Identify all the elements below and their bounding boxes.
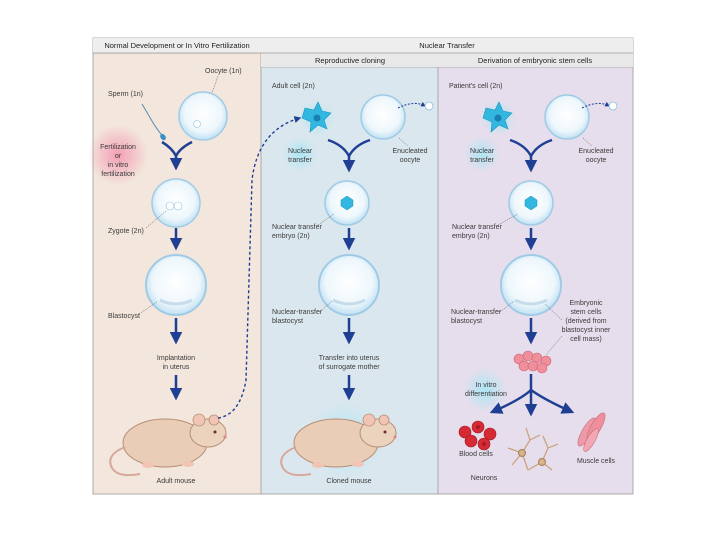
branch-right	[530, 388, 575, 414]
repro-enuc-2: oocyte	[400, 157, 421, 164]
repro-oocyte	[360, 94, 406, 140]
stem-enuc-1: Enucleated	[578, 148, 613, 155]
header-stem: Derivation of embryonic stem cells	[478, 56, 592, 65]
repro-nt-1: Nuclear	[288, 148, 313, 155]
esc-2: stem cells	[570, 309, 602, 316]
neurons-label: Neurons	[471, 475, 498, 482]
esc-5: cell mass)	[570, 336, 602, 343]
blood-label: Blood cells	[459, 451, 493, 458]
header-repro: Reproductive cloning	[315, 56, 385, 65]
neurons	[507, 427, 559, 471]
implant-label-1: Implantation	[157, 355, 195, 362]
repro-blast-1: Nuclear-transfer	[272, 309, 323, 316]
stem-blast-2: blastocyst	[451, 318, 482, 325]
stem-enuc-2: oocyte	[586, 157, 607, 164]
header-right: Nuclear Transfer	[419, 41, 475, 50]
sperm	[141, 103, 162, 135]
esc-4: blastocyst inner	[562, 327, 611, 334]
adult-mouse	[109, 413, 227, 477]
esc-1: Embryonic	[569, 300, 603, 307]
fert-label-3: in vitro	[108, 162, 129, 169]
fert-label-2: or	[115, 153, 122, 160]
repro-nt-2: transfer	[288, 157, 312, 164]
adult-mouse-label: Adult mouse	[157, 478, 196, 485]
repro-transfer-2: of surrogate mother	[318, 364, 380, 371]
fert-label-1: Fertilization	[100, 144, 136, 151]
stem-nt-2: transfer	[470, 157, 494, 164]
implant-label-2: in uterus	[163, 364, 190, 371]
fert-glow	[88, 125, 148, 185]
muscle-cells	[577, 412, 606, 452]
invitro-1: In vitro	[475, 382, 496, 389]
branch-left	[489, 389, 532, 414]
blastocyst-label: Blastocyst	[108, 313, 140, 320]
cloned-mouse	[280, 413, 397, 477]
repro-embryo-2: embryo (2n)	[272, 233, 310, 240]
esc-3: (derived from	[565, 318, 606, 325]
oocyte-label: Oocyte (1n)	[205, 68, 242, 75]
stem-embryo-1: Nuclear transfer	[452, 224, 502, 231]
header-left: Normal Development or In Vitro Fertiliza…	[104, 41, 249, 50]
cloned-mouse-label: Cloned mouse	[326, 478, 371, 485]
stem-nt-1: Nuclear	[470, 148, 495, 155]
repro-blastocyst	[318, 254, 380, 316]
patient-cell-label: Patient's cell (2n)	[449, 83, 502, 90]
muscle-label: Muscle cells	[577, 458, 616, 465]
sperm-label: Sperm (1n)	[108, 91, 143, 98]
adult-cell-label: Adult cell (2n)	[272, 83, 315, 90]
oocyte-cell	[178, 91, 228, 141]
repro-embryo-1: Nuclear transfer	[272, 224, 322, 231]
blood-cells	[458, 420, 497, 451]
repro-transfer-1: Transfer into uterus	[319, 355, 380, 362]
stem-embryo-2: embryo (2n)	[452, 233, 490, 240]
stem-cell-cluster	[513, 350, 552, 374]
blastocyst-cell	[145, 254, 207, 316]
stem-blast-1: Nuclear-transfer	[451, 309, 502, 316]
repro-blast-2: blastocyst	[272, 318, 303, 325]
fert-label-4: fertilization	[101, 171, 135, 178]
zygote-label: Zygote (2n)	[108, 228, 144, 235]
repro-enuc-1: Enucleated	[392, 148, 427, 155]
stem-blastocyst	[500, 254, 562, 316]
stem-oocyte	[544, 94, 590, 140]
invitro-2: differentiation	[465, 391, 507, 398]
